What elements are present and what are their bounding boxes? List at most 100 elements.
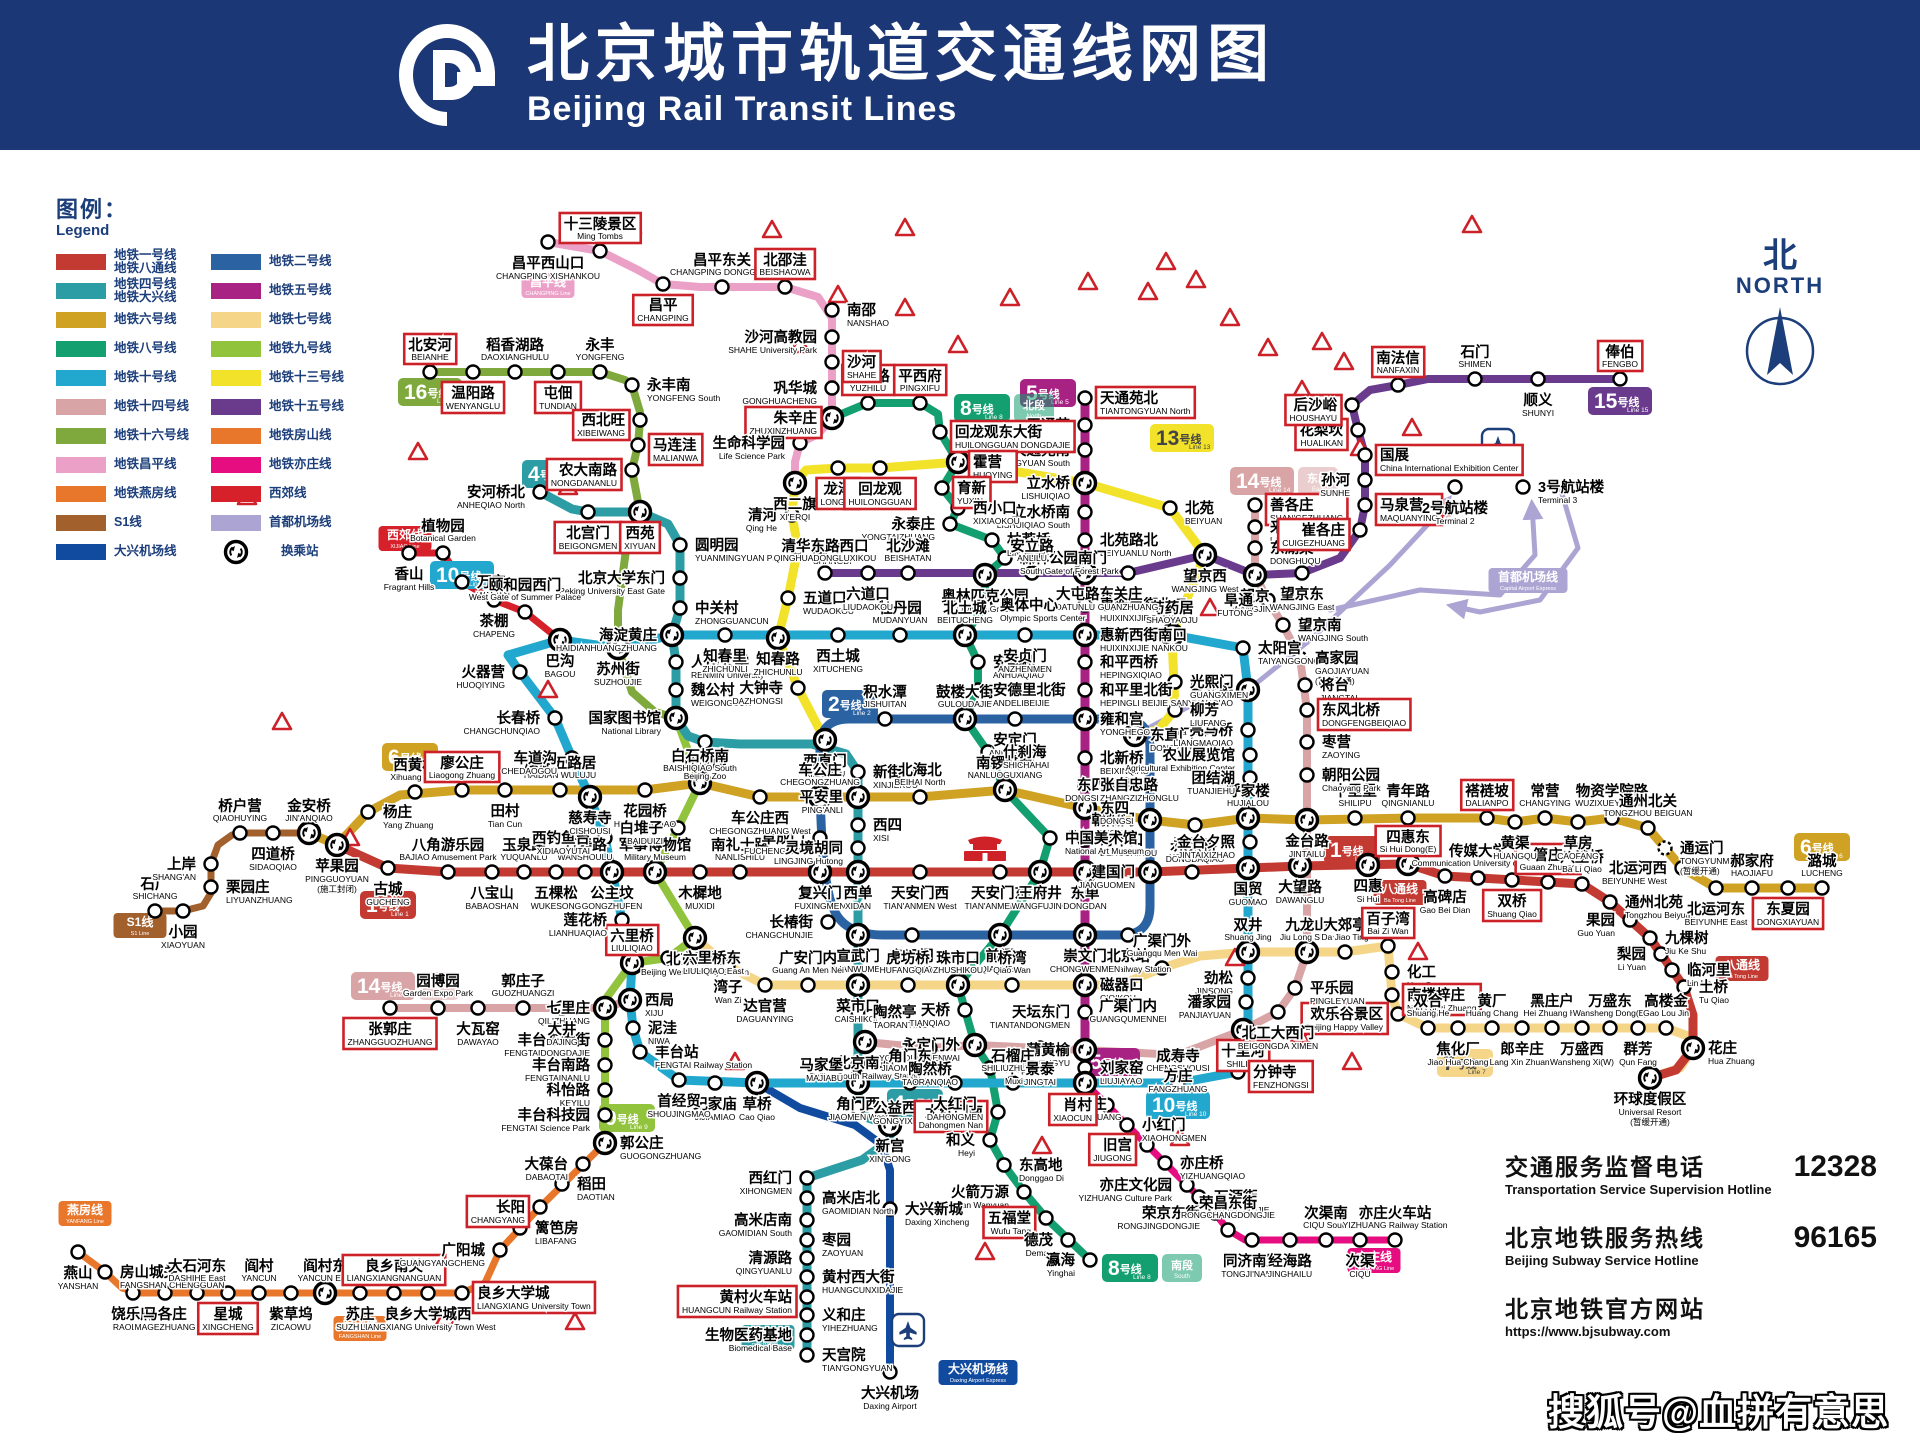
svg-text:石厂: 石厂 bbox=[140, 876, 170, 893]
transfer-station-icon bbox=[1294, 807, 1320, 833]
svg-text:JINGTAI: JINGTAI bbox=[1024, 1077, 1056, 1087]
svg-text:FUCHENGMEN: FUCHENGMEN bbox=[744, 846, 805, 856]
closed-station-box bbox=[196, 1301, 260, 1336]
closed-station-box bbox=[465, 1194, 531, 1229]
construction-triangle-icon bbox=[1077, 271, 1099, 291]
svg-text:14号线: 14号线 bbox=[357, 975, 402, 998]
station-marker bbox=[1282, 1232, 1298, 1248]
station-marker bbox=[830, 460, 846, 476]
svg-text:常营: 常营 bbox=[1531, 782, 1560, 800]
station-marker bbox=[1653, 946, 1669, 962]
legend-swatch bbox=[56, 427, 106, 444]
station-marker bbox=[1352, 1232, 1368, 1248]
closed-station-box bbox=[1047, 1092, 1098, 1127]
svg-text:西土城: 西土城 bbox=[816, 647, 860, 665]
svg-text:XIAOCUN: XIAOCUN bbox=[1053, 1113, 1092, 1123]
svg-text:南礼士路: 南礼士路 bbox=[711, 836, 769, 854]
svg-text:YIZHUANG Railway Station: YIZHUANG Railway Station bbox=[1343, 1220, 1448, 1230]
svg-text:Line 5: Line 5 bbox=[1115, 1068, 1133, 1075]
svg-text:WANGJING East: WANGJING East bbox=[1270, 602, 1335, 612]
svg-text:望京西: 望京西 bbox=[1183, 567, 1227, 585]
svg-text:LIULIQIAO: LIULIQIAO bbox=[611, 943, 653, 953]
svg-text:(施工封闭): (施工封闭) bbox=[317, 884, 357, 894]
svg-text:8号线: 8号线 bbox=[960, 397, 994, 420]
svg-text:China International Exhibition: China International Exhibition Center bbox=[1380, 463, 1519, 473]
official-website-url[interactable]: https://www.bjsubway.com bbox=[1505, 1324, 1671, 1339]
svg-text:Guang An Men Nei: Guang An Men Nei bbox=[772, 965, 844, 975]
closed-station-box bbox=[841, 349, 882, 384]
construction-triangle-icon bbox=[761, 219, 783, 239]
svg-text:北运河西: 北运河西 bbox=[1609, 859, 1667, 877]
svg-text:丰台南路: 丰台南路 bbox=[532, 1056, 590, 1074]
legend-item-label: 地铁十六号线 bbox=[114, 428, 190, 442]
station-marker bbox=[1077, 417, 1093, 433]
station-marker bbox=[996, 1157, 1012, 1173]
svg-text:十里河: 十里河 bbox=[1221, 1042, 1265, 1060]
svg-text:BEIYUANLU North: BEIYUANLU North bbox=[1100, 548, 1172, 558]
svg-text:XIN'GONG: XIN'GONG bbox=[869, 1154, 911, 1164]
svg-text:大望路: 大望路 bbox=[1278, 878, 1322, 896]
svg-text:南楼梓庄: 南楼梓庄 bbox=[1407, 986, 1465, 1004]
svg-text:MUDANYUAN: MUDANYUAN bbox=[873, 615, 928, 625]
station-marker bbox=[820, 914, 836, 930]
svg-text:东大桥: 东大桥 bbox=[1173, 837, 1217, 855]
svg-text:CIQIKOU: CIQIKOU bbox=[1100, 993, 1136, 1003]
svg-text:BEISHAOWA: BEISHAOWA bbox=[759, 267, 810, 277]
station-marker bbox=[970, 682, 986, 698]
station-marker bbox=[1077, 597, 1093, 613]
svg-text:NANLISHILU: NANLISHILU bbox=[715, 852, 765, 862]
station-marker bbox=[850, 840, 866, 856]
closed-station-box bbox=[423, 750, 501, 784]
svg-text:GAOJIAYUAN: GAOJIAYUAN bbox=[1315, 666, 1369, 676]
svg-text:燕房线: 燕房线 bbox=[67, 1202, 103, 1217]
station-marker bbox=[1347, 810, 1363, 826]
station-marker bbox=[1744, 880, 1760, 896]
station-marker bbox=[1042, 830, 1058, 846]
svg-text:呼家楼: 呼家楼 bbox=[1226, 782, 1270, 800]
svg-text:HUANGCUNXIDAJIE: HUANGCUNXIDAJIE bbox=[822, 1285, 904, 1295]
svg-text:崇文门: 崇文门 bbox=[1063, 947, 1107, 965]
transfer-station-icon bbox=[659, 622, 685, 648]
svg-text:GUOGONGZHUANG: GUOGONGZHUANG bbox=[620, 1151, 701, 1161]
svg-text:草房: 草房 bbox=[1564, 834, 1593, 852]
svg-text:CHAPENG: CHAPENG bbox=[473, 629, 515, 639]
svg-text:Terminal 3: Terminal 3 bbox=[1538, 495, 1577, 505]
svg-text:YUANMINGYUAN Park: YUANMINGYUAN Park bbox=[695, 553, 785, 563]
station-marker bbox=[817, 565, 833, 581]
svg-text:Ba Tong Line: Ba Tong Line bbox=[1384, 898, 1416, 904]
station-marker bbox=[1384, 964, 1400, 980]
station-marker bbox=[1479, 810, 1495, 826]
svg-text:关庄: 关庄 bbox=[1114, 585, 1143, 603]
svg-text:Daxing Xincheng: Daxing Xincheng bbox=[905, 1217, 970, 1227]
svg-text:Qiao Wan: Qiao Wan bbox=[993, 965, 1031, 975]
svg-text:6号线: 6号线 bbox=[1800, 836, 1834, 859]
station-marker bbox=[714, 279, 730, 295]
svg-text:YANCUN East: YANCUN East bbox=[298, 1273, 353, 1283]
svg-text:潘家园: 潘家园 bbox=[1188, 993, 1232, 1011]
svg-text:珠市口: 珠市口 bbox=[936, 949, 980, 967]
svg-text:桥湾: 桥湾 bbox=[998, 949, 1027, 967]
